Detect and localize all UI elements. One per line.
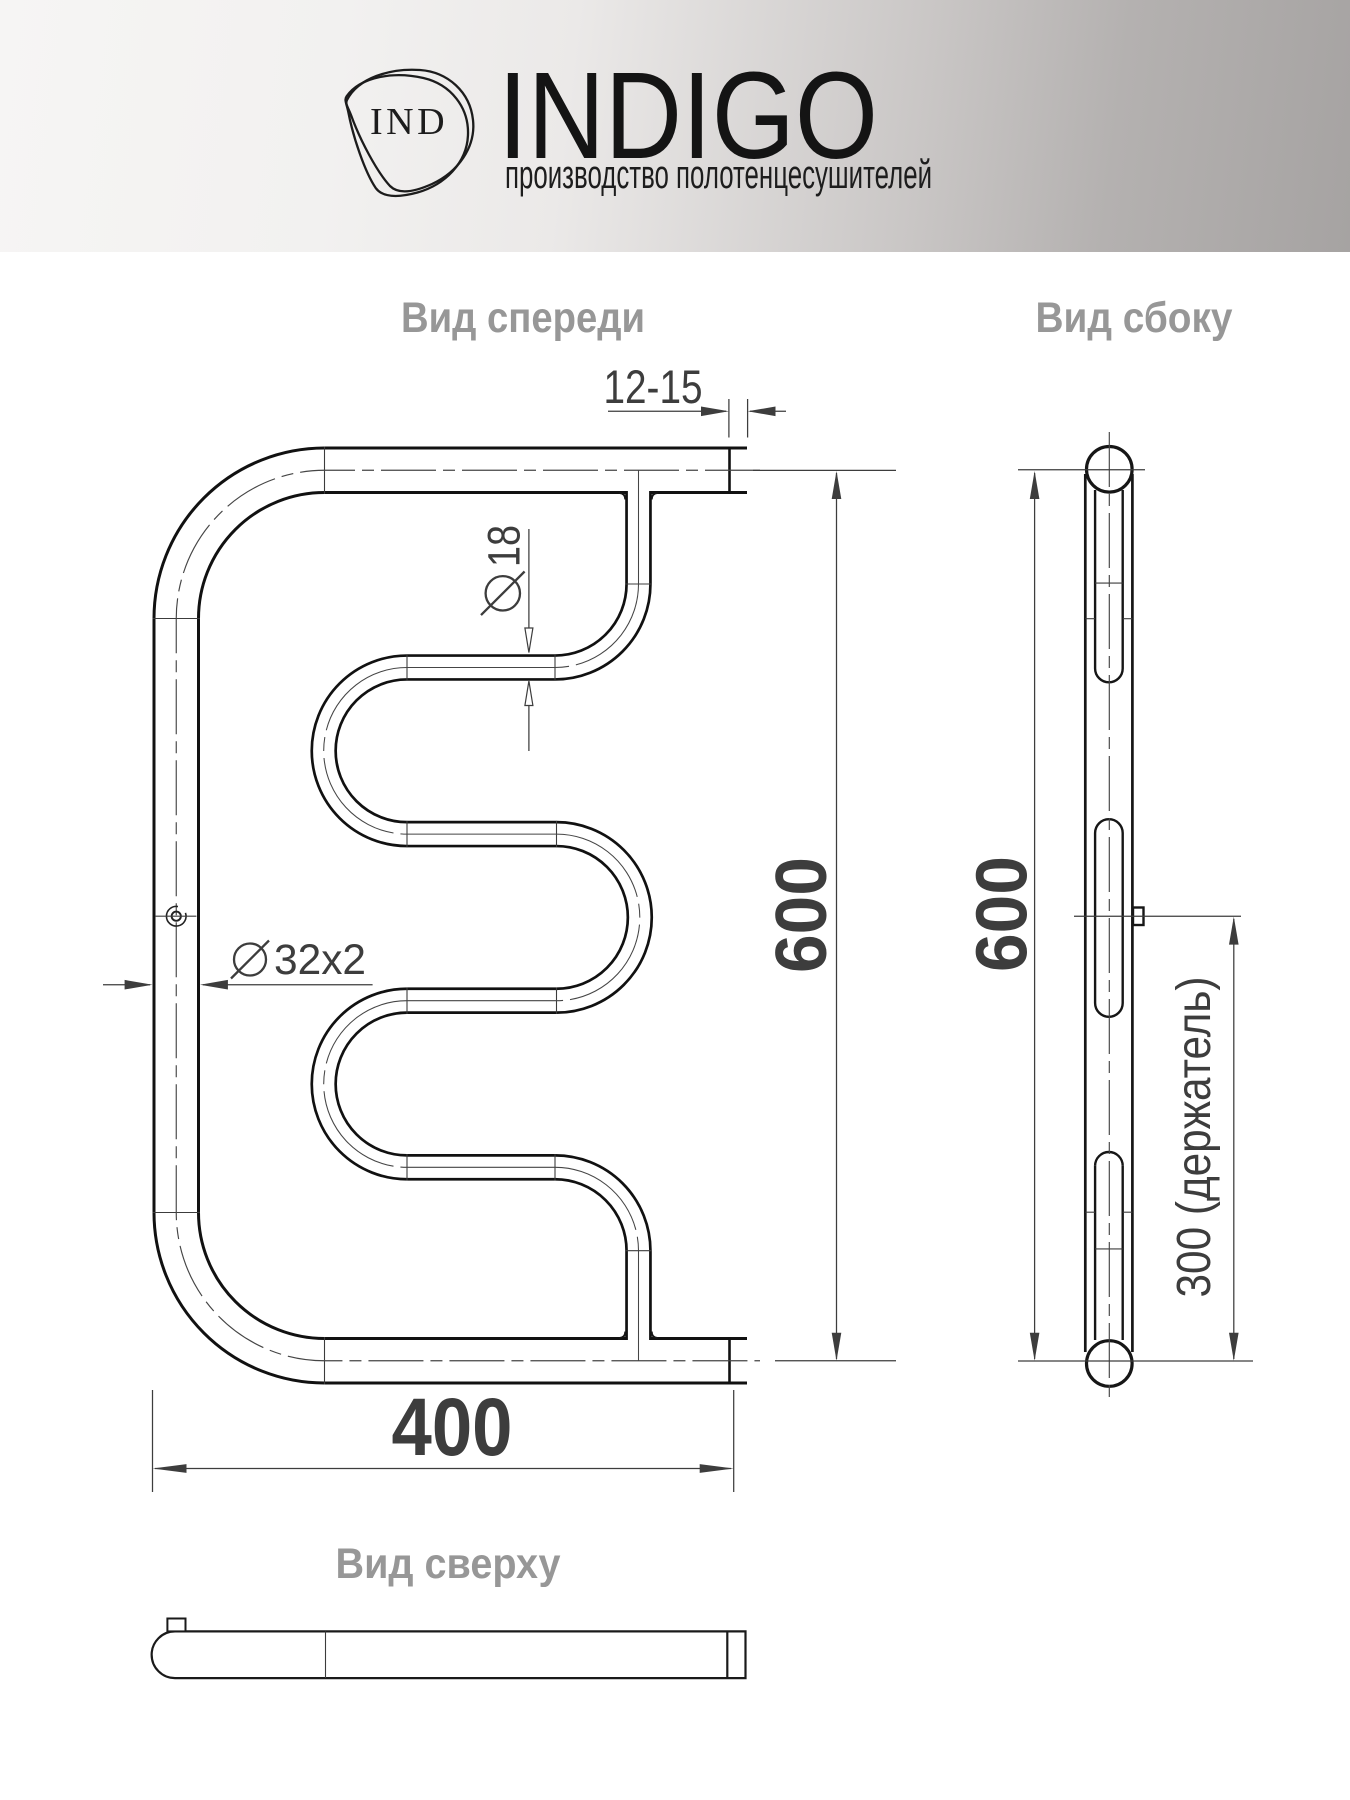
svg-text:32x2: 32x2	[274, 936, 366, 984]
svg-text:INDIGO: INDIGO	[498, 48, 878, 185]
svg-text:600: 600	[762, 857, 842, 973]
svg-text:400: 400	[392, 1382, 513, 1473]
svg-text:Вид сверху: Вид сверху	[336, 1540, 561, 1588]
svg-text:600: 600	[963, 856, 1043, 972]
svg-text:Вид сбоку: Вид сбоку	[1036, 294, 1233, 342]
svg-text:12-15: 12-15	[604, 360, 703, 413]
svg-text:18: 18	[479, 525, 530, 567]
svg-text:Вид спереди: Вид спереди	[401, 294, 645, 342]
svg-text:300 (держатель): 300 (держатель)	[1168, 977, 1221, 1298]
svg-text:IND: IND	[370, 101, 448, 143]
svg-text:производство полотенцесушителе: производство полотенцесушителей	[505, 153, 932, 197]
